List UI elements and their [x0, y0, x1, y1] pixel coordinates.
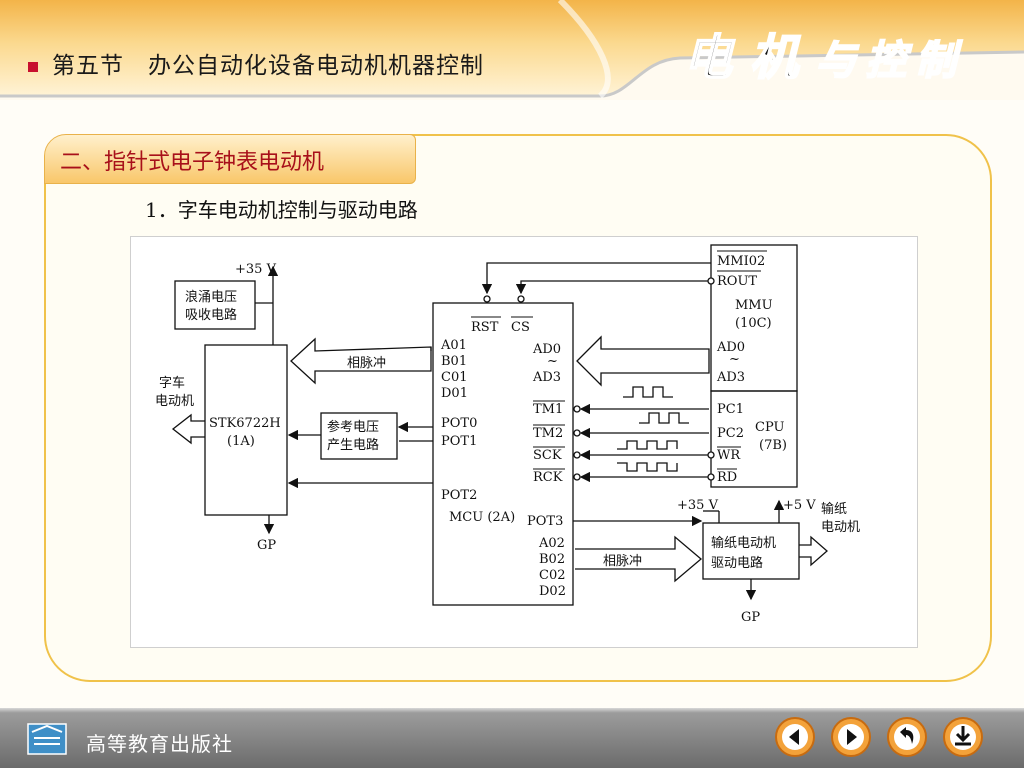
mcu-pin-cs: CS: [511, 320, 530, 335]
mcu-pin: B02: [539, 552, 565, 567]
mcu-pin: SCK: [533, 448, 562, 463]
cpu-label: (7B): [759, 438, 787, 453]
subsection-title: 二、指针式电子钟表电动机: [60, 150, 325, 175]
brand-char: 机: [750, 30, 801, 86]
cpu-pin: PC2: [717, 426, 744, 441]
cpu-pin: PC1: [717, 402, 744, 417]
mmu-label: (10C): [735, 316, 772, 331]
title-bullet-icon: [28, 62, 38, 72]
mmu-pin: MMI02: [717, 254, 765, 269]
mcu-pin: POT1: [441, 434, 477, 449]
publisher-logo-icon: [27, 723, 67, 755]
mcu-pin: A02: [538, 536, 565, 551]
stk-driver-box: [204, 344, 288, 516]
cpu-pin: RD: [717, 470, 737, 485]
section-title: 第五节 办公自动化设备电动机机器控制: [52, 53, 484, 79]
prev-icon[interactable]: [774, 716, 816, 758]
paper-motor-label: 电动机: [821, 520, 860, 535]
brand-char: 控: [866, 37, 913, 84]
mcu-pin-rst: RST: [471, 320, 499, 335]
label-35v-top: +35 V: [235, 262, 277, 277]
mcu-pin: RCK: [533, 470, 563, 485]
brand-char: 与: [816, 37, 859, 84]
label-5v-right: +5 V: [783, 498, 816, 513]
ref-box-line: 产生电路: [327, 437, 379, 453]
mcu-pin: ~: [547, 354, 558, 369]
next-icon[interactable]: [830, 716, 872, 758]
paper-drive-line: 输纸电动机: [711, 535, 776, 551]
exit-icon[interactable]: [942, 716, 984, 758]
header-wave-decoration: [0, 0, 1024, 100]
circuit-diagram-svg: +35 V 浪涌电压 吸收电路 字车 电动机 STK6722H (1A) GP …: [155, 244, 860, 625]
phase-pulse-label-1: 相脉冲: [347, 356, 386, 371]
ref-box-line: 参考电压: [327, 419, 379, 435]
mcu-pin: B01: [441, 354, 467, 369]
cpu-pin: WR: [717, 448, 741, 463]
item-title: 1．字车电动机控制与驱动电路: [145, 198, 418, 222]
brand-char: 电: [684, 30, 735, 86]
surge-box-line: 浪涌电压: [185, 290, 237, 305]
mcu-pin: C01: [441, 370, 468, 385]
mcu-pin: TM1: [533, 402, 563, 417]
char-motor-label: 电动机: [155, 394, 194, 409]
mcu-pin: A01: [440, 338, 467, 353]
mmu-label: MMU: [735, 298, 773, 313]
mmu-pin: AD3: [716, 370, 745, 385]
mcu-pin: D01: [441, 386, 468, 401]
circuit-diagram: +35 V 浪涌电压 吸收电路 字车 电动机 STK6722H (1A) GP …: [130, 236, 918, 648]
mmu-pin: ROUT: [717, 274, 757, 289]
mcu-label: MCU (2A): [449, 510, 515, 525]
paper-drive-line: 驱动电路: [711, 555, 763, 571]
publisher-name: 高等教育出版社: [86, 732, 233, 756]
mcu-pin: C02: [539, 568, 566, 583]
cpu-label: CPU: [755, 420, 784, 435]
reference-voltage-box: [320, 412, 398, 460]
paper-motor-label: 输纸: [821, 501, 847, 517]
surge-absorber-box: [174, 280, 256, 330]
gp-left-label: GP: [257, 538, 276, 553]
mcu-pin: D02: [539, 584, 566, 599]
brand-char: 制: [916, 37, 963, 84]
return-icon[interactable]: [886, 716, 928, 758]
cpu-box: [710, 390, 798, 488]
header-bar: [0, 0, 1024, 100]
gp-right-label: GP: [741, 610, 760, 625]
mcu-pin: POT0: [441, 416, 477, 431]
mcu-pin: POT3: [527, 514, 563, 529]
mcu-pin: POT2: [441, 488, 477, 503]
stk-label: STK6722H: [209, 416, 281, 431]
brand-logo: 电 机 与 控 制: [683, 29, 964, 87]
subsection-tab: [44, 134, 416, 184]
mcu-pin: TM2: [533, 426, 563, 441]
label-35v-right: +35 V: [677, 498, 719, 513]
phase-pulse-label-2: 相脉冲: [603, 554, 642, 569]
mcu-pin: AD3: [532, 370, 561, 385]
stk-label: (1A): [227, 434, 255, 449]
surge-box-line: 吸收电路: [185, 307, 237, 323]
mcu-box: [432, 302, 574, 606]
char-motor-label: 字车: [159, 375, 185, 391]
mcu-pin: AD0: [532, 342, 561, 357]
mmu-pin: AD0: [716, 340, 745, 355]
mmu-pin: ~: [729, 352, 740, 367]
